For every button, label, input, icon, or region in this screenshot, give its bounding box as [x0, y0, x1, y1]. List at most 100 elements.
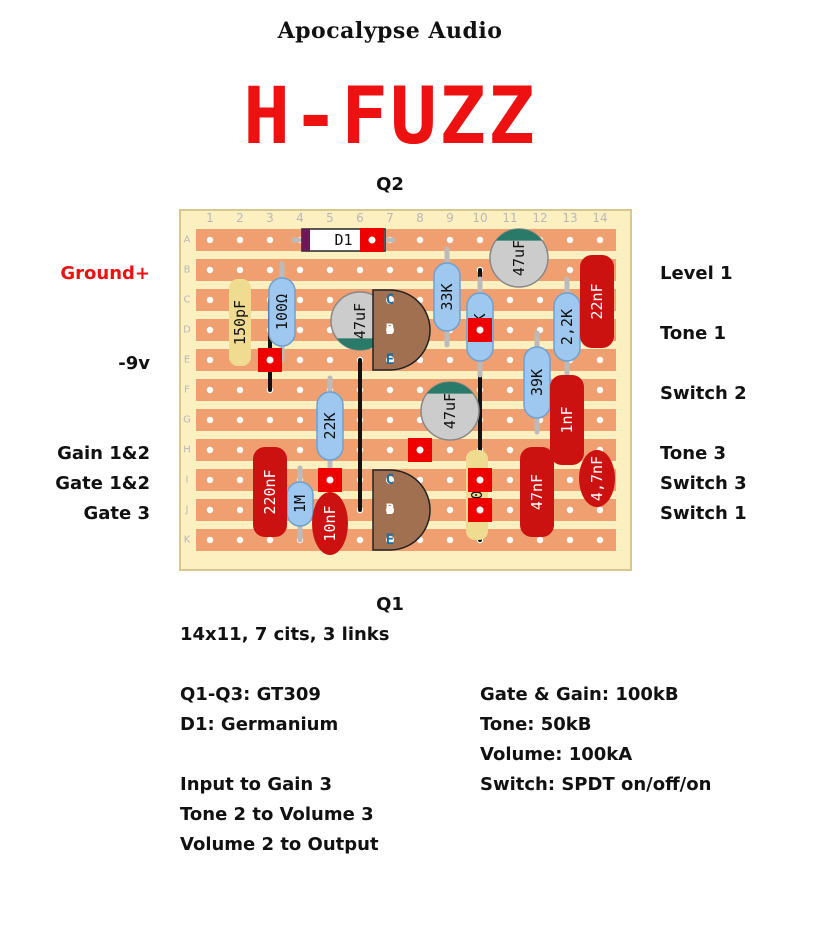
hole — [446, 236, 454, 244]
resistor-label: 2,2K — [558, 309, 576, 345]
hole — [206, 386, 214, 394]
column-number: 5 — [326, 211, 334, 225]
track-cut-hole — [476, 506, 484, 514]
hole — [506, 476, 514, 484]
hole — [536, 296, 544, 304]
column-number: 13 — [562, 211, 577, 225]
hole — [236, 386, 244, 394]
ceramic-capacitor-label: 150pF — [231, 300, 249, 345]
hole — [236, 446, 244, 454]
hole — [326, 266, 334, 274]
hole — [296, 296, 304, 304]
hole — [596, 386, 604, 394]
hole — [566, 476, 574, 484]
track-cut-hole — [368, 236, 376, 244]
column-number: 7 — [386, 211, 394, 225]
hole — [536, 536, 544, 544]
hole — [506, 416, 514, 424]
film-capacitor-label: 220nF — [261, 469, 279, 514]
hole — [506, 296, 514, 304]
hole — [296, 266, 304, 274]
column-number: 8 — [416, 211, 424, 225]
hole — [596, 416, 604, 424]
hole — [326, 296, 334, 304]
copper-strip — [196, 379, 616, 401]
q2-label: Q2 — [376, 174, 404, 195]
film-capacitor-label: 10nF — [321, 505, 339, 541]
film-capacitor — [312, 492, 348, 555]
hole — [206, 416, 214, 424]
label-switch-1: Switch 1 — [660, 503, 747, 524]
film-capacitor — [580, 255, 614, 348]
label-gate-1-2: Gate 1&2 — [55, 473, 150, 494]
film-capacitor-label: 47nF — [528, 474, 546, 510]
hole — [446, 506, 454, 514]
hole — [296, 326, 304, 334]
resistor-label: 39K — [528, 369, 546, 396]
transistor-pin-label: B — [386, 322, 394, 338]
label-switch-3: Switch 3 — [660, 473, 747, 494]
polarity-band — [495, 228, 543, 241]
hole — [596, 356, 604, 364]
transistor-pin-label: C — [386, 472, 394, 488]
column-number: 3 — [266, 211, 274, 225]
hole — [206, 296, 214, 304]
info-input: Input to Gain 3 — [180, 774, 333, 795]
label-tone-3: Tone 3 — [660, 443, 727, 464]
hole — [236, 476, 244, 484]
hole — [476, 236, 484, 244]
hole — [506, 386, 514, 394]
row-letter: F — [184, 385, 190, 396]
hole — [266, 236, 274, 244]
hole — [236, 536, 244, 544]
ceramic-capacitor — [229, 279, 251, 366]
copper-strip — [196, 259, 616, 281]
q1-label: Q1 — [376, 594, 404, 615]
label-switch-2: Switch 2 — [660, 383, 747, 404]
hole — [416, 386, 424, 394]
copper-strip — [196, 409, 616, 431]
column-number: 10 — [472, 211, 487, 225]
label-gain: Gain 1&2 — [57, 443, 150, 464]
hole — [566, 536, 574, 544]
transistor-pin — [386, 506, 394, 514]
hole — [386, 416, 394, 424]
column-number: 1 — [206, 211, 214, 225]
board-summary: 14x11, 7 cits, 3 links — [180, 624, 390, 645]
row-letter: I — [186, 475, 189, 486]
electrolytic-capacitor — [420, 381, 480, 441]
row-letter: E — [184, 355, 190, 366]
film-capacitor — [550, 375, 584, 465]
info-volume-pot: Volume: 100kA — [480, 744, 633, 765]
transistor-body — [372, 469, 431, 551]
track-cut-hole — [416, 446, 424, 454]
info-tone: Tone 2 to Volume 3 — [180, 804, 374, 825]
label-ground: Ground+ — [60, 263, 150, 284]
hole — [206, 326, 214, 334]
hole — [206, 266, 214, 274]
copper-strip — [196, 229, 616, 251]
hole — [506, 326, 514, 334]
resistor-label: 100Ω — [273, 294, 291, 330]
info-tone-pot: Tone: 50kB — [480, 714, 592, 735]
hole — [566, 266, 574, 274]
transistor-pin-label: E — [386, 352, 394, 368]
transistor-pin — [386, 536, 394, 544]
row-letter: A — [184, 235, 191, 246]
hole — [296, 386, 304, 394]
column-number: 14 — [592, 211, 607, 225]
transistor-pin-label: E — [386, 532, 394, 548]
hole — [236, 266, 244, 274]
hole — [236, 506, 244, 514]
hole — [566, 506, 574, 514]
hole — [596, 536, 604, 544]
hole — [416, 266, 424, 274]
film-capacitor — [579, 450, 615, 507]
column-number: 4 — [296, 211, 304, 225]
hole — [296, 446, 304, 454]
hole — [446, 476, 454, 484]
transistor-body — [372, 289, 431, 371]
electrolytic-label: 47uF — [351, 303, 369, 339]
track-cut-hole — [326, 476, 334, 484]
